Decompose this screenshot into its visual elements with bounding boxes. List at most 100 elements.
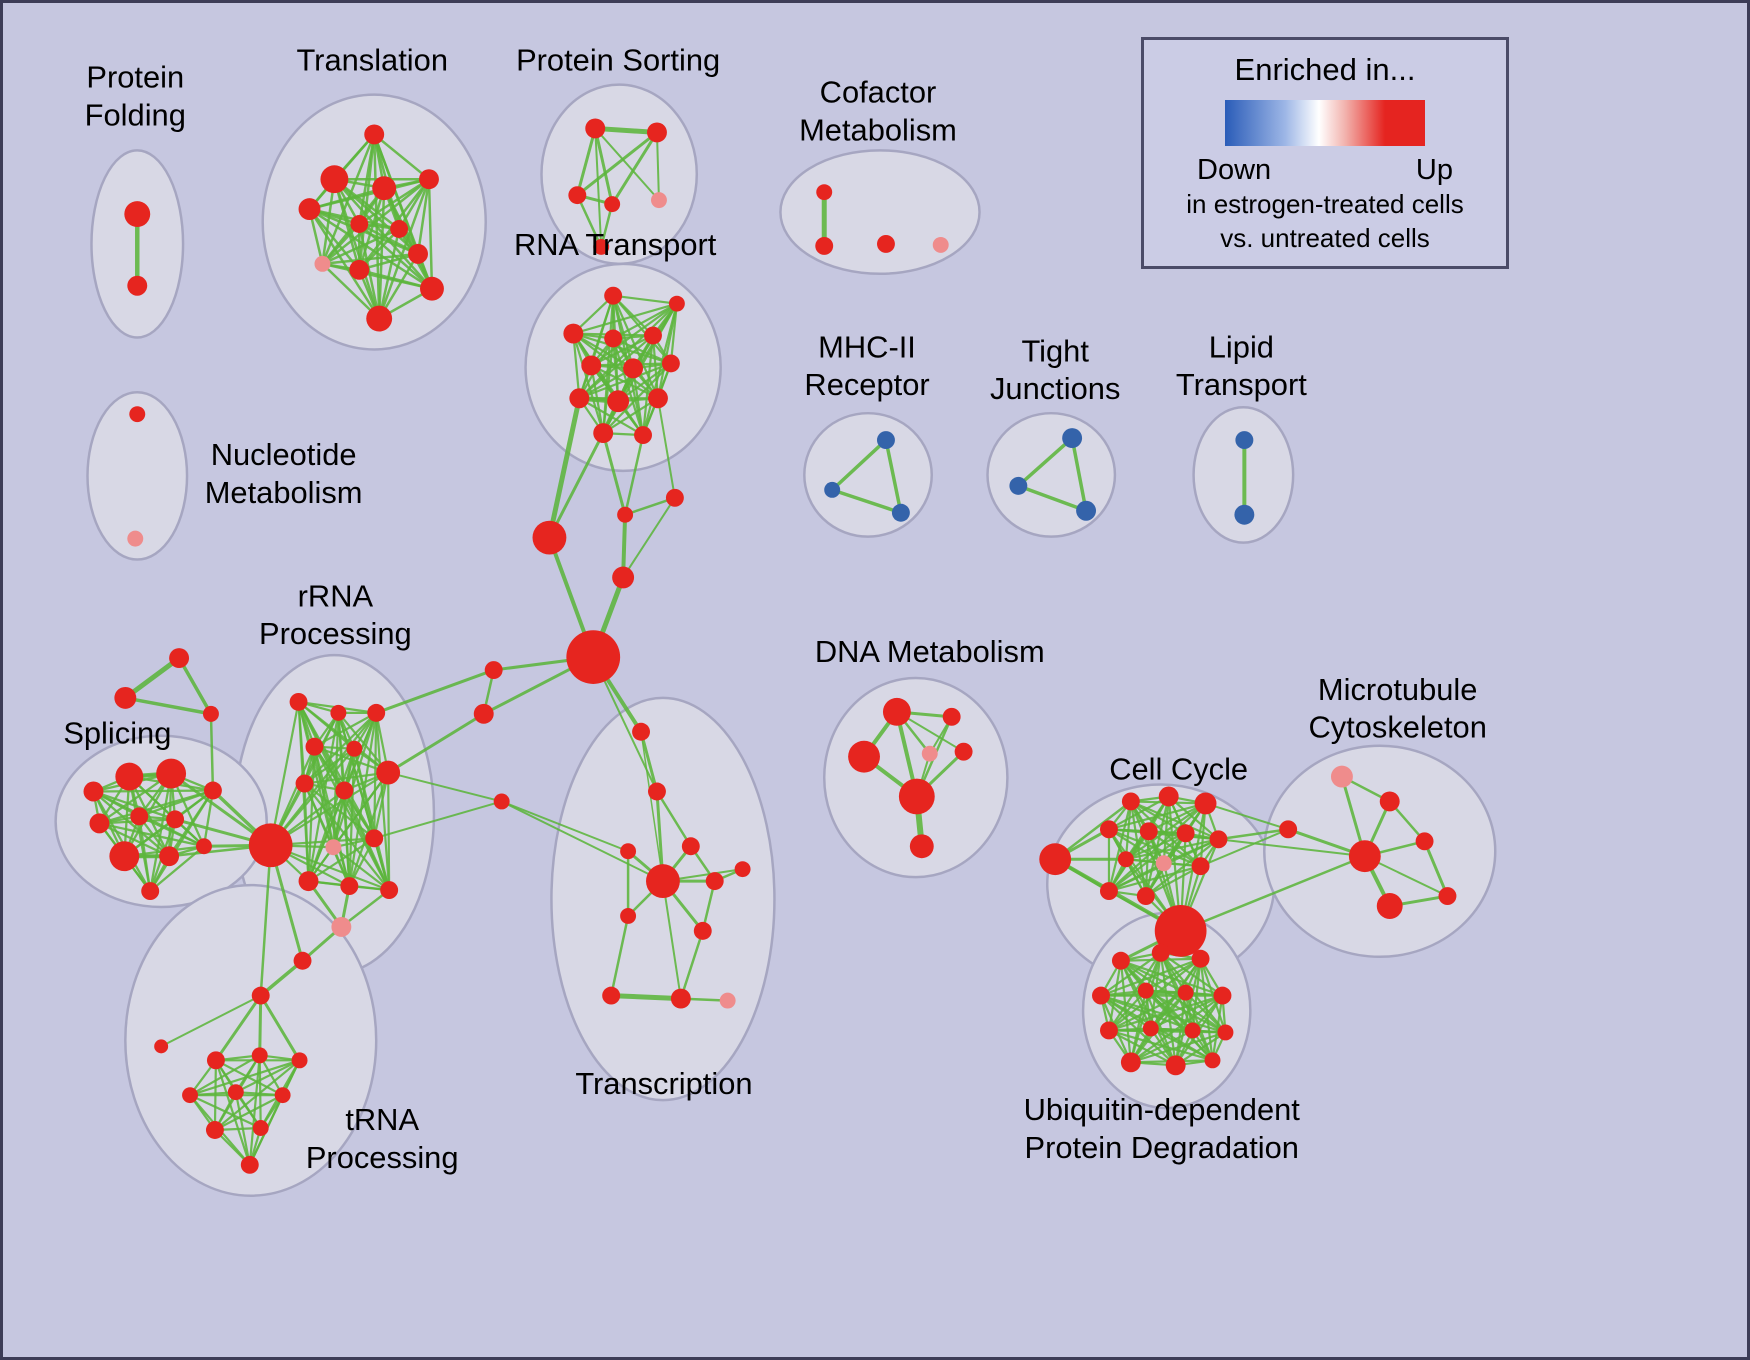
node-tr5 xyxy=(182,1087,198,1104)
cluster-label-cofactor-metabolism: Metabolism xyxy=(799,112,957,147)
node-tx8 xyxy=(693,921,712,940)
cluster-label-dna-metabolism: DNA Metabolism xyxy=(815,634,1045,669)
node-u12 xyxy=(1120,1052,1141,1073)
edge-cc11-mt3 xyxy=(1199,828,1290,868)
cluster-label-cofactor-metabolism: Cofactor xyxy=(820,75,937,110)
cluster-label-protein-folding: Folding xyxy=(85,97,186,132)
edge-u10-u12 xyxy=(1129,1029,1194,1064)
node-u9 xyxy=(1142,1020,1159,1037)
edge-tx2-tx3 xyxy=(655,790,693,848)
node-m2 xyxy=(824,481,841,498)
node-u13 xyxy=(1165,1055,1186,1076)
edge-ps2-ps4 xyxy=(610,130,659,206)
node-d2 xyxy=(942,707,961,726)
edge-ps1-ps4 xyxy=(593,126,614,206)
node-tr2 xyxy=(206,1051,225,1070)
edge-u6-u8 xyxy=(1107,991,1187,1032)
node-c7 xyxy=(493,793,510,810)
edge-cc8-cc13 xyxy=(1144,838,1220,898)
node-u5 xyxy=(1137,982,1154,999)
node-d1 xyxy=(882,697,911,726)
cluster-label-transcription: Transcription xyxy=(575,1066,752,1101)
node-mt1 xyxy=(1330,765,1353,788)
cluster-dna-metabolism xyxy=(822,676,1009,879)
node-d6 xyxy=(898,778,935,815)
node-tj2 xyxy=(1009,476,1028,495)
edge-t5-t12 xyxy=(377,177,431,320)
cluster-trna-processing xyxy=(124,883,378,1197)
edge-u8-u14 xyxy=(1107,1029,1214,1062)
cluster-cofactor-metabolism xyxy=(779,149,981,276)
node-d7 xyxy=(909,834,934,859)
node-tr8 xyxy=(205,1121,224,1139)
node-cc8 xyxy=(1209,830,1228,849)
edge-t7-t8 xyxy=(321,227,401,266)
edge-mt5-mt7 xyxy=(1423,839,1449,898)
edge-m1-m2 xyxy=(830,438,888,492)
edge-tr2-tr7 xyxy=(214,1059,284,1097)
node-rp11 xyxy=(365,829,384,848)
node-c6 xyxy=(473,703,494,724)
node-f1 xyxy=(169,648,190,669)
edge-t8-t10 xyxy=(321,252,420,266)
node-m1 xyxy=(876,431,895,450)
cluster-label-nucleotide-metabolism: Metabolism xyxy=(205,475,363,510)
node-mt6 xyxy=(1376,893,1403,919)
edge-u5-u12 xyxy=(1129,989,1147,1064)
edge-s1-s9 xyxy=(92,790,171,858)
node-lp1 xyxy=(1235,431,1254,450)
node-tx1 xyxy=(632,722,650,741)
edge-f1-f3 xyxy=(177,656,213,716)
node-pf1 xyxy=(124,201,151,228)
edge-rp3-rp11 xyxy=(373,711,378,840)
edge-rt11-rt12 xyxy=(602,397,660,435)
edge-rp9-rp17 xyxy=(259,844,272,997)
node-u14 xyxy=(1204,1052,1221,1069)
legend-box: Enriched in... Down Up in estrogen-treat… xyxy=(1141,37,1509,269)
node-cm1 xyxy=(816,184,833,201)
edge-rp11-c7 xyxy=(373,800,503,840)
node-ps4 xyxy=(604,196,621,213)
edge-rt9-ch1 xyxy=(546,395,582,541)
node-tr9 xyxy=(252,1120,269,1136)
node-cc5 xyxy=(1100,820,1118,839)
edge-cc7-cc9 xyxy=(1124,832,1187,861)
edge-s4-s10 xyxy=(202,789,215,848)
cluster-label-lipid-transport: Lipid xyxy=(1209,329,1274,364)
cluster-label-tight-junctions: Junctions xyxy=(990,371,1120,406)
node-t6 xyxy=(350,215,369,233)
edge-tr4-tr5 xyxy=(188,1059,301,1097)
edge-m2-m3 xyxy=(830,488,903,515)
edge-rt4-rt12 xyxy=(602,337,615,435)
node-cc13 xyxy=(1136,887,1155,906)
node-cc10 xyxy=(1155,855,1172,872)
edge-t6-t8 xyxy=(321,222,361,266)
node-ch1 xyxy=(532,520,567,555)
cluster-label-microtubule-cytoskeleton: Cytoskeleton xyxy=(1308,710,1486,745)
edge-rp3-rp13 xyxy=(348,711,378,888)
node-t2 xyxy=(320,165,349,194)
node-tx6 xyxy=(705,872,724,891)
node-u1 xyxy=(1111,951,1130,970)
node-s4 xyxy=(203,781,222,800)
edge-rp5-rp7 xyxy=(303,747,356,785)
node-tx11 xyxy=(719,992,736,1009)
node-s10 xyxy=(196,838,212,855)
edge-rp17-tr2 xyxy=(214,994,263,1062)
cluster-label-cell-cycle: Cell Cycle xyxy=(1109,752,1248,787)
edge-cc10-cc12 xyxy=(1107,862,1165,893)
cluster-label-ubiquitin-degradation: Ubiquitin-dependent xyxy=(1024,1092,1301,1127)
node-u11 xyxy=(1217,1024,1234,1041)
node-rp16 xyxy=(293,951,312,970)
edge-cc8-cc9 xyxy=(1124,838,1220,861)
node-rt9 xyxy=(569,388,590,409)
edge-tx5-tx10 xyxy=(661,880,682,1000)
legend-gradient-bar xyxy=(1225,100,1425,146)
node-t9 xyxy=(349,259,370,280)
nodes-layer xyxy=(83,118,1457,1174)
edge-rp3-rp10 xyxy=(332,711,378,849)
edge-cc3-cc8 xyxy=(1167,795,1220,841)
edge-rt2-rt3 xyxy=(572,302,678,335)
node-rt3 xyxy=(563,323,584,344)
